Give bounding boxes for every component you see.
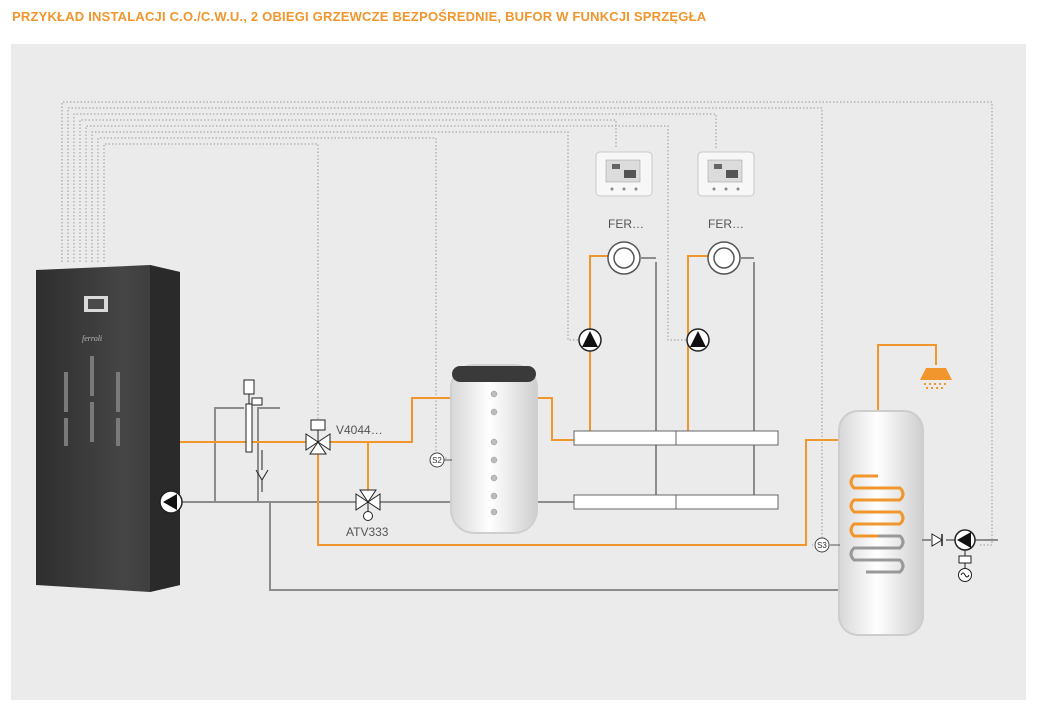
dhw-cylinder [838,410,924,636]
sensor-s3-icon: S3 [814,537,840,553]
thermostat-1 [595,151,653,197]
circuit-2-pump-icon [686,328,710,352]
supply-pipes [180,255,937,560]
dhw-coil-cold [849,534,905,574]
circuit-1-pump-icon [578,328,602,352]
boiler: ferroli [36,265,180,592]
boiler-vents [64,356,120,446]
thermostat-2 [697,151,755,197]
boiler-pump-icon [159,490,183,514]
dhw-coil-hot [849,474,905,538]
shower-icon [920,368,952,389]
circuit-2-emitter-icon [707,241,754,275]
buffer-tank [450,364,538,534]
return-pipes [180,262,998,591]
brand-logo: ferroli [82,334,102,343]
sensor-s3-label: S3 [817,541,827,550]
thermostat-1-label: FER… [608,217,644,231]
mixing-valve-icon [305,419,331,455]
page-title: PRZYKŁAD INSTALACJI C.O./C.W.U., 2 OBIEG… [12,9,707,24]
diverter-valve-label: ATV333 [346,525,389,539]
recirculation-pump-icon [954,529,976,582]
sensor-s2-label: S2 [432,456,442,465]
diverter-valve-icon [355,489,381,521]
safety-group-icon [243,379,269,492]
thermostat-2-label: FER… [708,217,744,231]
check-valve-icon [922,533,943,547]
supply-manifold [573,430,779,446]
sensor-s2-icon: S2 [429,452,452,468]
control-wiring [61,101,993,546]
return-manifold [573,494,779,510]
circuit-1-emitter-icon [607,241,656,275]
mixing-valve-label: V4044… [336,423,383,437]
